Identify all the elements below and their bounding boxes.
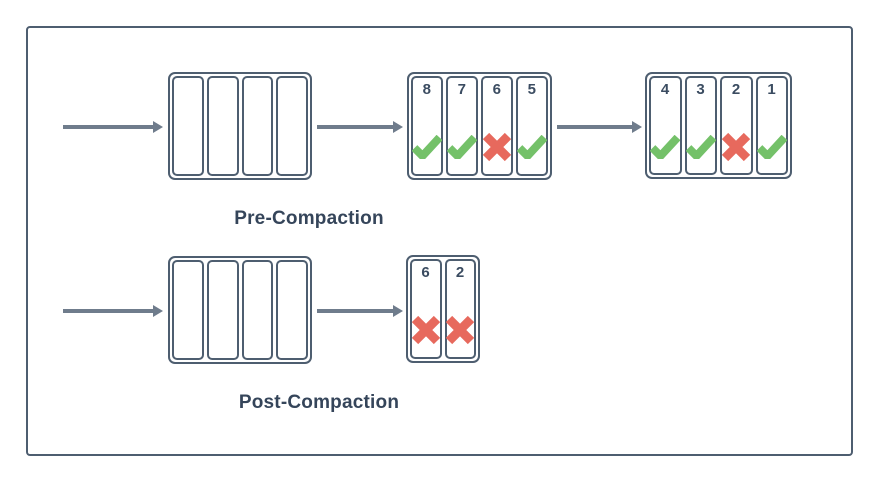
segment-cell: 4 [649, 76, 682, 175]
check-icon [411, 134, 443, 162]
check-icon [756, 134, 788, 162]
segment-number: 5 [527, 81, 537, 98]
segment-number: 2 [731, 81, 741, 98]
segment-cell [276, 76, 308, 176]
segment-group-pre-4-1: 4 3 2 1 [645, 72, 792, 179]
segment-cell [172, 260, 204, 360]
segment-cell: 2 [720, 76, 753, 175]
segment-group-post-6-2: 6 2 [406, 255, 480, 363]
segment-cell: 6 [410, 259, 442, 359]
diagram-frame [26, 26, 853, 456]
segment-cell: 3 [684, 76, 717, 175]
check-icon [516, 134, 548, 162]
segment-cell [241, 76, 274, 176]
segment-number: 6 [492, 81, 502, 98]
flow-arrow-icon [63, 303, 163, 319]
segment-number: 1 [767, 81, 777, 98]
flow-arrow-icon [317, 303, 403, 319]
pre-compaction-label: Pre-Compaction [234, 208, 384, 229]
segment-number: 6 [421, 264, 431, 281]
segment-number: 4 [660, 81, 670, 98]
segment-cell [276, 260, 308, 360]
segment-cell: 7 [446, 76, 478, 176]
segment-number: 2 [455, 264, 465, 281]
segment-cell: 6 [481, 76, 513, 176]
cross-icon [445, 315, 475, 345]
segment-group-empty-pre [168, 72, 312, 180]
segment-group-empty-post [168, 256, 312, 364]
flow-arrow-icon [317, 119, 403, 135]
check-icon [685, 134, 717, 162]
segment-number: 7 [457, 81, 467, 98]
cross-icon [721, 132, 751, 162]
check-icon [649, 134, 681, 162]
segment-number: 8 [422, 81, 432, 98]
segment-cell [206, 76, 239, 176]
segment-cell: 2 [444, 259, 476, 359]
segment-cell: 8 [411, 76, 443, 176]
flow-arrow-icon [63, 119, 163, 135]
segment-cell [206, 260, 239, 360]
segment-cell [241, 260, 274, 360]
cross-icon [411, 315, 441, 345]
segment-cell: 1 [755, 76, 788, 175]
post-compaction-label: Post-Compaction [238, 392, 400, 413]
segment-cell: 5 [516, 76, 548, 176]
cross-icon [482, 132, 512, 162]
segment-number: 3 [696, 81, 706, 98]
flow-arrow-icon [557, 119, 642, 135]
segment-group-pre-8-5: 8 7 6 5 [407, 72, 552, 180]
check-icon [446, 134, 478, 162]
segment-cell [172, 76, 204, 176]
